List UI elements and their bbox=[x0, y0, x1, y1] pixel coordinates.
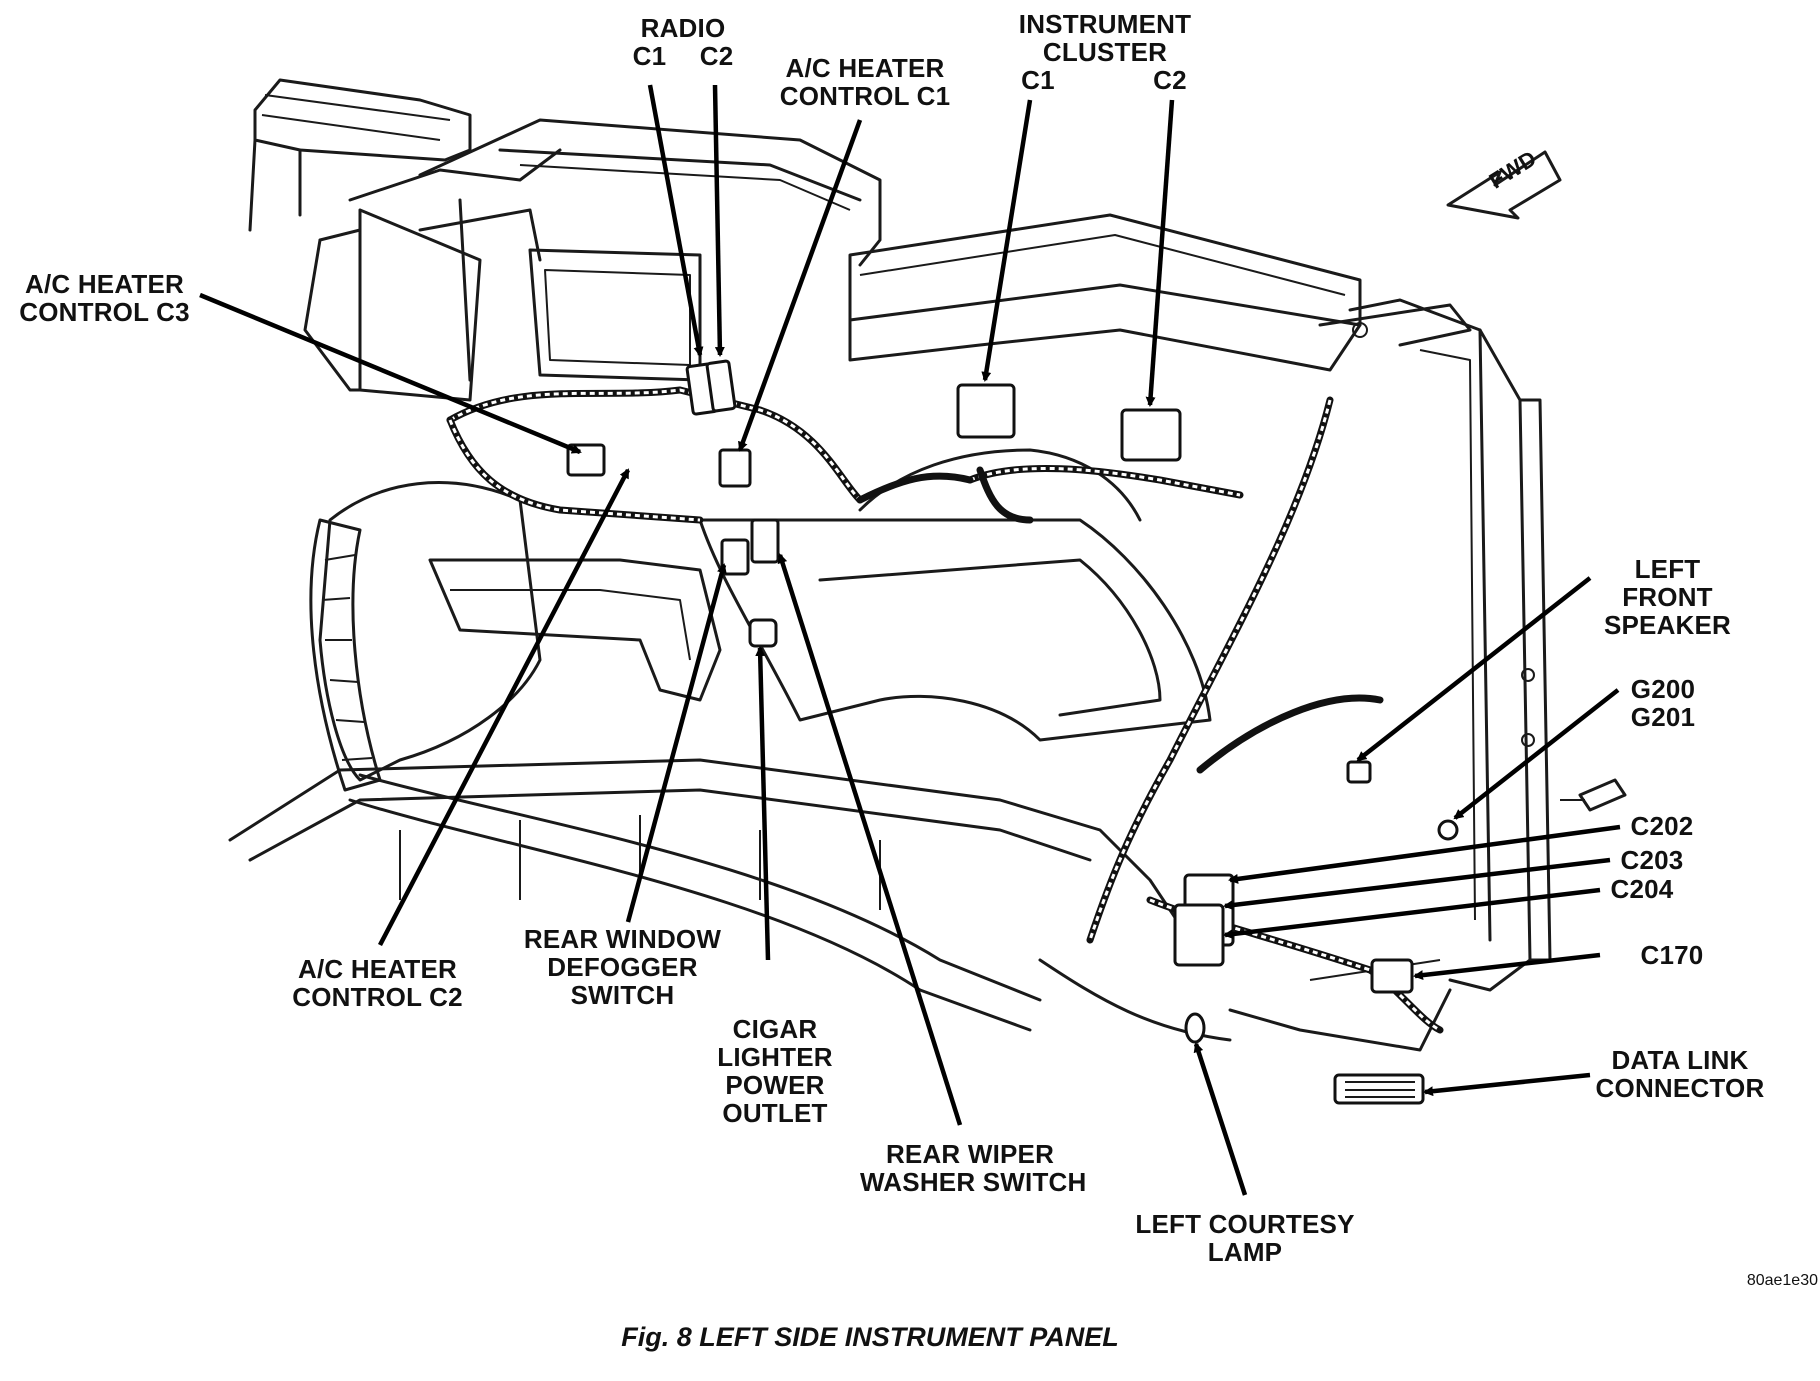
label-cigar-lighter-power-outlet: CIGAR LIGHTER POWER OUTLET bbox=[717, 1014, 833, 1128]
label-ac-heater-control-c2: A/C HEATER CONTROL C2 bbox=[292, 954, 463, 1012]
label-ac-heater-control-c1: A/C HEATER CONTROL C1 bbox=[779, 53, 951, 111]
label-left-courtesy-lamp: LEFT COURTESY LAMP bbox=[1135, 1209, 1355, 1267]
label-c203: C203 bbox=[1620, 845, 1684, 875]
leader-lines bbox=[199, 84, 1621, 1196]
label-c202: C202 bbox=[1630, 811, 1694, 841]
label-ac-heater-control-c3: A/C HEATER CONTROL C3 bbox=[19, 269, 190, 327]
label-left-front-speaker: LEFT FRONT SPEAKER bbox=[1603, 554, 1732, 640]
label-rear-wiper-washer-switch: REAR WIPER WASHER SWITCH bbox=[860, 1139, 1087, 1197]
label-c204: C204 bbox=[1610, 874, 1674, 904]
label-c170: C170 bbox=[1640, 940, 1704, 970]
connectors bbox=[566, 359, 1459, 1105]
label-instrument-cluster-c1: C1 bbox=[1021, 65, 1055, 95]
label-rear-window-defogger-switch: REAR WINDOW DEFOGGER SWITCH bbox=[523, 924, 722, 1010]
label-radio: RADIO C1 C2 bbox=[632, 13, 734, 71]
figure-code: 80ae1e30 bbox=[1746, 1272, 1818, 1289]
label-data-link-connector: DATA LINK CONNECTOR bbox=[1595, 1045, 1765, 1103]
fwd-arrow-icon bbox=[1446, 150, 1562, 220]
panel-structure bbox=[228, 78, 1627, 1052]
figure-caption: Fig. 8 LEFT SIDE INSTRUMENT PANEL bbox=[621, 1322, 1119, 1352]
wiring-harness bbox=[446, 386, 1444, 1034]
label-instrument-cluster-c2: C2 bbox=[1153, 65, 1187, 95]
label-ground-g200-g201: G200 G201 bbox=[1630, 674, 1696, 732]
label-instrument-cluster: INSTRUMENT CLUSTER bbox=[1018, 9, 1192, 67]
